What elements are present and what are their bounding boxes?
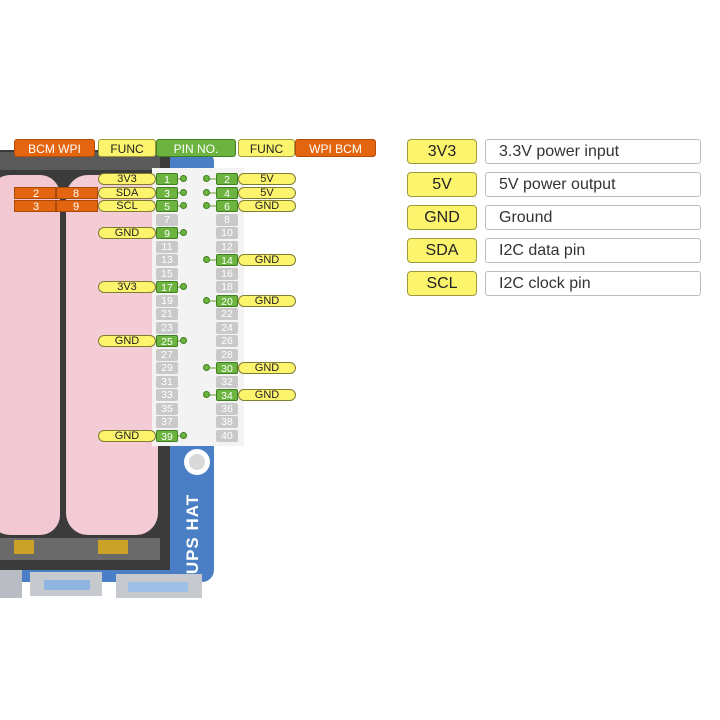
- scl-wpi: 9: [56, 200, 98, 213]
- dot-pin-4: [203, 189, 210, 196]
- header-pin-no: PIN NO.: [156, 139, 236, 157]
- pin-31: 31: [156, 376, 178, 388]
- legend-desc-gnd: Ground: [485, 205, 701, 230]
- pin-20: 20: [216, 295, 238, 308]
- pin-29: 29: [156, 362, 178, 374]
- pin-5: 5: [156, 200, 178, 213]
- legend-key-gnd: GND: [407, 205, 477, 230]
- pin-8: 8: [216, 214, 238, 226]
- left-func-pin-3: SDA: [98, 187, 156, 199]
- pin-27: 27: [156, 349, 178, 361]
- pin-7: 7: [156, 214, 178, 226]
- right-func-pin-2: 5V: [238, 173, 296, 185]
- pin-3: 3: [156, 187, 178, 200]
- legend-desc-5v: 5V power output: [485, 172, 701, 197]
- pin-35: 35: [156, 403, 178, 415]
- pin-22: 22: [216, 308, 238, 320]
- dot-pin-30: [203, 364, 210, 371]
- pin-23: 23: [156, 322, 178, 334]
- pin-39: 39: [156, 430, 178, 443]
- pin-13: 13: [156, 254, 178, 266]
- battery-right: [66, 175, 158, 535]
- pin-21: 21: [156, 308, 178, 320]
- pin-2: 2: [216, 173, 238, 186]
- usb-port: [44, 580, 90, 590]
- legend-key-scl: SCL: [407, 271, 477, 296]
- sda-bcm: 2: [14, 187, 56, 200]
- left-func-pin-39: GND: [98, 430, 156, 442]
- legend-desc-scl: I2C clock pin: [485, 271, 701, 296]
- pin-17: 17: [156, 281, 178, 294]
- connector-right-port: [128, 582, 188, 592]
- right-func-pin-14: GND: [238, 254, 296, 266]
- right-func-pin-20: GND: [238, 295, 296, 307]
- dot-pin-3: [180, 189, 187, 196]
- left-func-pin-9: GND: [98, 227, 156, 239]
- header-wpi-bcm-right: WPI BCM: [295, 139, 376, 157]
- sda-wpi: 8: [56, 187, 98, 200]
- pin-34: 34: [216, 389, 238, 402]
- pin-26: 26: [216, 335, 238, 347]
- pin-12: 12: [216, 241, 238, 253]
- right-func-pin-4: 5V: [238, 187, 296, 199]
- pin-10: 10: [216, 227, 238, 239]
- right-func-pin-34: GND: [238, 389, 296, 401]
- pin-14: 14: [216, 254, 238, 267]
- dot-pin-6: [203, 202, 210, 209]
- connector-left: [0, 570, 22, 598]
- pin-16: 16: [216, 268, 238, 280]
- dot-pin-14: [203, 256, 210, 263]
- pin-38: 38: [216, 416, 238, 428]
- pin-32: 32: [216, 376, 238, 388]
- dot-pin-34: [203, 391, 210, 398]
- legend-key-sda: SDA: [407, 238, 477, 263]
- pin-1: 1: [156, 173, 178, 186]
- pin-11: 11: [156, 241, 178, 253]
- pin-25: 25: [156, 335, 178, 348]
- header-func-right: FUNC: [238, 139, 295, 157]
- battery-clip-left: [14, 540, 34, 554]
- pin-24: 24: [216, 322, 238, 334]
- dot-pin-25: [180, 337, 187, 344]
- legend-key-3v3: 3V3: [407, 139, 477, 164]
- dot-pin-9: [180, 229, 187, 236]
- pin-37: 37: [156, 416, 178, 428]
- left-func-pin-17: 3V3: [98, 281, 156, 293]
- left-func-pin-5: SCL: [98, 200, 156, 212]
- scl-bcm: 3: [14, 200, 56, 213]
- dot-pin-1: [180, 175, 187, 182]
- pin-40: 40: [216, 430, 238, 442]
- pin-30: 30: [216, 362, 238, 375]
- pin-33: 33: [156, 389, 178, 401]
- pin-28: 28: [216, 349, 238, 361]
- pin-4: 4: [216, 187, 238, 200]
- dot-pin-39: [180, 432, 187, 439]
- pin-36: 36: [216, 403, 238, 415]
- dot-pin-2: [203, 175, 210, 182]
- header-bcm-wpi-left: BCM WPI: [14, 139, 95, 157]
- left-func-pin-1: 3V3: [98, 173, 156, 185]
- header-func-left: FUNC: [98, 139, 156, 157]
- left-func-pin-25: GND: [98, 335, 156, 347]
- legend-desc-3v3: 3.3V power input: [485, 139, 701, 164]
- dot-pin-17: [180, 283, 187, 290]
- battery-clip: [98, 540, 128, 554]
- dot-pin-5: [180, 202, 187, 209]
- legend-key-5v: 5V: [407, 172, 477, 197]
- pin-18: 18: [216, 281, 238, 293]
- right-func-pin-6: GND: [238, 200, 296, 212]
- board-label: UPS HAT: [183, 493, 202, 575]
- pin-9: 9: [156, 227, 178, 240]
- pin-6: 6: [216, 200, 238, 213]
- battery-left: [0, 175, 60, 535]
- legend-desc-sda: I2C data pin: [485, 238, 701, 263]
- right-func-pin-30: GND: [238, 362, 296, 374]
- pin-19: 19: [156, 295, 178, 307]
- pin-15: 15: [156, 268, 178, 280]
- dot-pin-20: [203, 297, 210, 304]
